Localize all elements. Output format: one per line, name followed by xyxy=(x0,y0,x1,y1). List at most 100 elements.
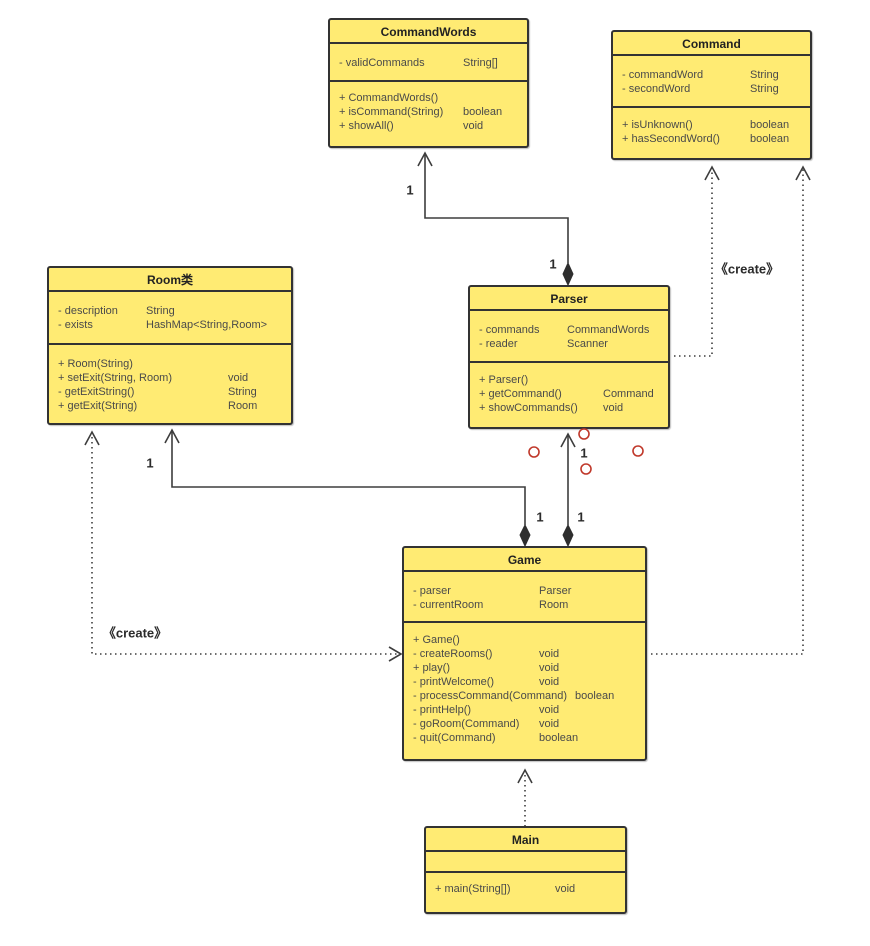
method-row: + getExit(String) Room xyxy=(58,399,282,413)
method-row: + isCommand(String) boolean xyxy=(339,105,518,119)
method-row: - getExitString() String xyxy=(58,385,282,399)
attributes-compartment: - commandWord String - secondWord String xyxy=(613,56,810,108)
method-type: boolean xyxy=(463,106,503,118)
class-node-room[interactable]: Room类 - description String - exists Hash… xyxy=(47,266,293,425)
multiplicity-label: 1 xyxy=(146,455,154,471)
method-type: void xyxy=(555,883,576,895)
method-row: + main(String[]) void xyxy=(435,882,616,896)
method-row: + Game() xyxy=(413,633,636,647)
connector-parser-commandwords-composition[interactable] xyxy=(417,151,574,287)
method-type: boolean xyxy=(750,119,790,131)
connection-point-handle[interactable] xyxy=(528,446,540,458)
method-type: String xyxy=(228,386,257,398)
connector-parser-command-create[interactable] xyxy=(674,165,720,357)
class-node-game[interactable]: Game - parser Parser - currentRoom Room … xyxy=(402,546,647,761)
connector-game-room-create[interactable] xyxy=(84,430,403,662)
method-row: + showCommands() void xyxy=(479,401,659,415)
method-row: + hasSecondWord() boolean xyxy=(622,132,801,146)
connector-game-room-composition[interactable] xyxy=(164,428,531,548)
class-title-parser: Parser xyxy=(470,287,668,311)
connector-game-command-create[interactable] xyxy=(651,165,811,655)
method-row: + showAll() void xyxy=(339,119,518,133)
connector-game-parser-composition[interactable] xyxy=(560,432,576,548)
class-node-main[interactable]: Main + main(String[]) void xyxy=(424,826,627,914)
connection-point-handle[interactable] xyxy=(632,445,644,457)
create-stereotype-label: 《create》 xyxy=(714,261,780,277)
class-node-command[interactable]: Command - commandWord String - secondWor… xyxy=(611,30,812,160)
attribute-name: - secondWord xyxy=(622,83,691,95)
method-name: - getExitString() xyxy=(58,386,135,398)
class-node-commandwords[interactable]: CommandWords - validCommands String[] + … xyxy=(328,18,529,148)
multiplicity-label: 1 xyxy=(577,509,585,525)
method-name: - quit(Command) xyxy=(413,732,496,744)
attribute-row: - reader Scanner xyxy=(479,337,659,351)
attribute-row: - secondWord String xyxy=(622,82,801,96)
attribute-row: - parser Parser xyxy=(413,584,636,598)
method-name: + CommandWords() xyxy=(339,92,439,104)
method-type: void xyxy=(228,372,249,384)
attribute-type: String xyxy=(750,69,779,81)
multiplicity-label: 1 xyxy=(549,256,557,272)
method-name: + Parser() xyxy=(479,374,529,386)
attributes-compartment-empty xyxy=(426,852,625,873)
class-node-parser[interactable]: Parser - commands CommandWords - reader … xyxy=(468,285,670,429)
attribute-type: CommandWords xyxy=(567,324,650,336)
attribute-type: Parser xyxy=(539,585,572,597)
methods-compartment: + Room(String) + setExit(String, Room) v… xyxy=(49,345,291,423)
method-name: + getCommand() xyxy=(479,388,562,400)
method-type: void xyxy=(463,120,484,132)
method-row: - quit(Command) boolean xyxy=(413,731,636,745)
class-title-room: Room类 xyxy=(49,268,291,292)
method-type: Room xyxy=(228,400,258,412)
method-row: + CommandWords() xyxy=(339,91,518,105)
method-type: void xyxy=(539,648,560,660)
attribute-row: - commands CommandWords xyxy=(479,323,659,337)
method-row: - createRooms() void xyxy=(413,647,636,661)
method-name: - processCommand(Command) xyxy=(413,690,568,702)
method-type: Command xyxy=(603,388,654,400)
method-type: void xyxy=(539,718,560,730)
method-name: + showAll() xyxy=(339,120,394,132)
class-title-game: Game xyxy=(404,548,645,572)
method-name: + isCommand(String) xyxy=(339,106,444,118)
attributes-compartment: - commands CommandWords - reader Scanner xyxy=(470,311,668,363)
method-type: boolean xyxy=(575,690,615,702)
method-row: - goRoom(Command) void xyxy=(413,717,636,731)
attribute-row: - commandWord String xyxy=(622,68,801,82)
method-name: + isUnknown() xyxy=(622,119,693,131)
method-type: boolean xyxy=(539,732,579,744)
method-type: void xyxy=(539,704,560,716)
connection-point-handle[interactable] xyxy=(578,428,590,440)
attribute-type: String xyxy=(750,83,779,95)
method-type: boolean xyxy=(750,133,790,145)
methods-compartment: + Game() - createRooms() void + play() v… xyxy=(404,623,645,759)
method-row: + Room(String) xyxy=(58,357,282,371)
method-type: void xyxy=(539,676,560,688)
class-title-commandwords: CommandWords xyxy=(330,20,527,44)
attribute-type: Room xyxy=(539,599,569,611)
attribute-name: - validCommands xyxy=(339,57,425,69)
connector-main-game-dependency[interactable] xyxy=(517,768,533,826)
method-name: - createRooms() xyxy=(413,648,493,660)
method-name: - printHelp() xyxy=(413,704,472,716)
method-name: + hasSecondWord() xyxy=(622,133,720,145)
attribute-name: - description xyxy=(58,305,118,317)
attribute-row: - currentRoom Room xyxy=(413,598,636,612)
method-row: + getCommand() Command xyxy=(479,387,659,401)
attribute-name: - commands xyxy=(479,324,540,336)
method-row: + Parser() xyxy=(479,373,659,387)
attribute-name: - commandWord xyxy=(622,69,704,81)
method-name: + play() xyxy=(413,662,450,674)
method-row: + isUnknown() boolean xyxy=(622,118,801,132)
method-row: + setExit(String, Room) void xyxy=(58,371,282,385)
method-name: + setExit(String, Room) xyxy=(58,372,173,384)
attributes-compartment: - parser Parser - currentRoom Room xyxy=(404,572,645,623)
create-stereotype-label: 《create》 xyxy=(102,625,168,641)
connection-point-handle[interactable] xyxy=(580,463,592,475)
method-row: - printWelcome() void xyxy=(413,675,636,689)
method-name: + getExit(String) xyxy=(58,400,138,412)
connection-point-handles xyxy=(528,428,644,475)
attribute-type: String xyxy=(146,305,175,317)
